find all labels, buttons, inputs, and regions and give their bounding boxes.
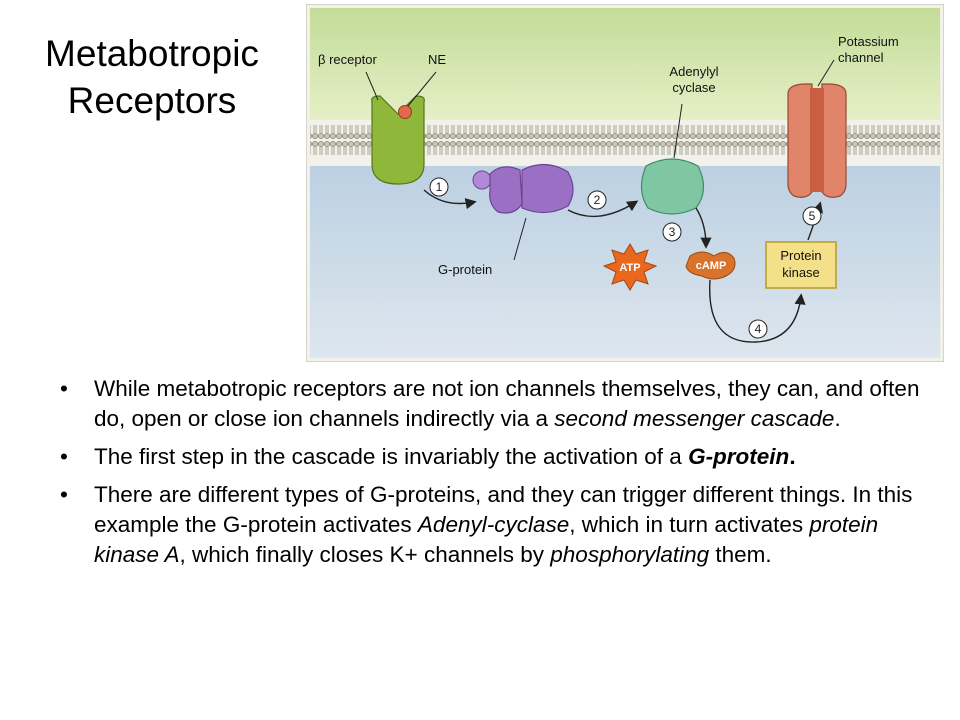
protein-kinase-box bbox=[765, 241, 837, 289]
bullet-segment: The first step in the cascade is invaria… bbox=[94, 444, 689, 469]
step-circle-2 bbox=[587, 190, 607, 210]
label-atp: ATP bbox=[619, 262, 640, 274]
bullet-text: While metabotropic receptors are not ion… bbox=[94, 374, 930, 434]
step-number-2: 2 bbox=[594, 193, 601, 207]
leader-g-protein bbox=[513, 217, 527, 261]
step-circle-1 bbox=[429, 177, 449, 197]
label-beta-receptor: β receptor bbox=[318, 52, 377, 67]
leader-ne bbox=[407, 71, 437, 107]
bullet-segment: . bbox=[789, 444, 796, 469]
arrow-step-2 bbox=[567, 200, 639, 218]
bullet-list: • While metabotropic receptors are not io… bbox=[60, 374, 930, 578]
atp-molecule bbox=[602, 243, 658, 291]
label-g-protein: G-protein bbox=[438, 262, 492, 277]
bullet-item: • While metabotropic receptors are not io… bbox=[60, 374, 930, 434]
bullet-text: The first step in the cascade is invaria… bbox=[94, 442, 930, 472]
label-potassium-line-2: channel bbox=[838, 50, 884, 65]
arrow-step-1 bbox=[423, 189, 477, 210]
potassium-channel bbox=[787, 83, 847, 198]
step-number-3: 3 bbox=[669, 225, 676, 239]
bullet-segment: them. bbox=[709, 542, 772, 567]
step-number-5: 5 bbox=[809, 209, 816, 223]
bullet-marker: • bbox=[60, 482, 68, 507]
bullet-segment: . bbox=[834, 406, 841, 431]
bullet-segment: There are different types of G-proteins,… bbox=[94, 482, 913, 537]
bullet-segment: , which in turn activates bbox=[569, 512, 810, 537]
arrow-step-3 bbox=[695, 207, 712, 249]
bullet-item: • There are different types of G-proteins… bbox=[60, 480, 930, 570]
slide-title: Metabotropic Receptors bbox=[12, 30, 292, 124]
bullet-segment: second messenger cascade bbox=[554, 406, 835, 431]
bullet-segment: Adenyl-cyclase bbox=[417, 512, 570, 537]
cascade-diagram: 1 2 3 4 5 β receptor NE Adenylyl cyclase… bbox=[306, 4, 944, 362]
leader-potassium bbox=[817, 59, 835, 87]
title-line-1: Metabotropic bbox=[45, 33, 259, 74]
bullet-segment: , which finally closes K+ channels by bbox=[179, 542, 551, 567]
bullet-segment: G-protein bbox=[688, 444, 790, 469]
cascade-figure: 1 2 3 4 5 β receptor NE Adenylyl cyclase… bbox=[306, 4, 944, 362]
leader-adenylyl bbox=[673, 103, 683, 159]
label-adenylyl-line-2: cyclase bbox=[672, 80, 715, 95]
step-number-1: 1 bbox=[436, 180, 443, 194]
title-line-2: Receptors bbox=[67, 80, 237, 121]
g-protein bbox=[472, 163, 574, 214]
camp-molecule bbox=[685, 251, 736, 280]
step-number-4: 4 bbox=[755, 322, 762, 336]
bullet-segment: phosphorylating bbox=[550, 542, 710, 567]
arrow-step-4 bbox=[709, 279, 806, 343]
bullet-text: There are different types of G-proteins,… bbox=[94, 480, 930, 570]
label-adenylyl-line-1: Adenylyl bbox=[669, 64, 718, 79]
label-camp: cAMP bbox=[696, 260, 727, 272]
label-kinase-line-2: kinase bbox=[782, 265, 820, 280]
bullet-marker: • bbox=[60, 444, 68, 469]
step-circle-5 bbox=[802, 206, 822, 226]
step-circle-3 bbox=[662, 222, 682, 242]
bullet-segment: protein kinase A bbox=[94, 512, 879, 567]
label-ne: NE bbox=[428, 52, 446, 67]
leader-receptor bbox=[365, 71, 379, 101]
bullet-item: • The first step in the cascade is invari… bbox=[60, 442, 930, 472]
step-circle-4 bbox=[748, 319, 768, 339]
bullet-segment: While metabotropic receptors are not ion… bbox=[94, 376, 920, 431]
label-potassium-line-1: Potassium bbox=[838, 34, 899, 49]
norepinephrine-molecule bbox=[398, 105, 412, 119]
label-kinase-line-1: Protein bbox=[780, 248, 821, 263]
adenylyl-cyclase bbox=[640, 158, 705, 215]
bullet-marker: • bbox=[60, 376, 68, 401]
